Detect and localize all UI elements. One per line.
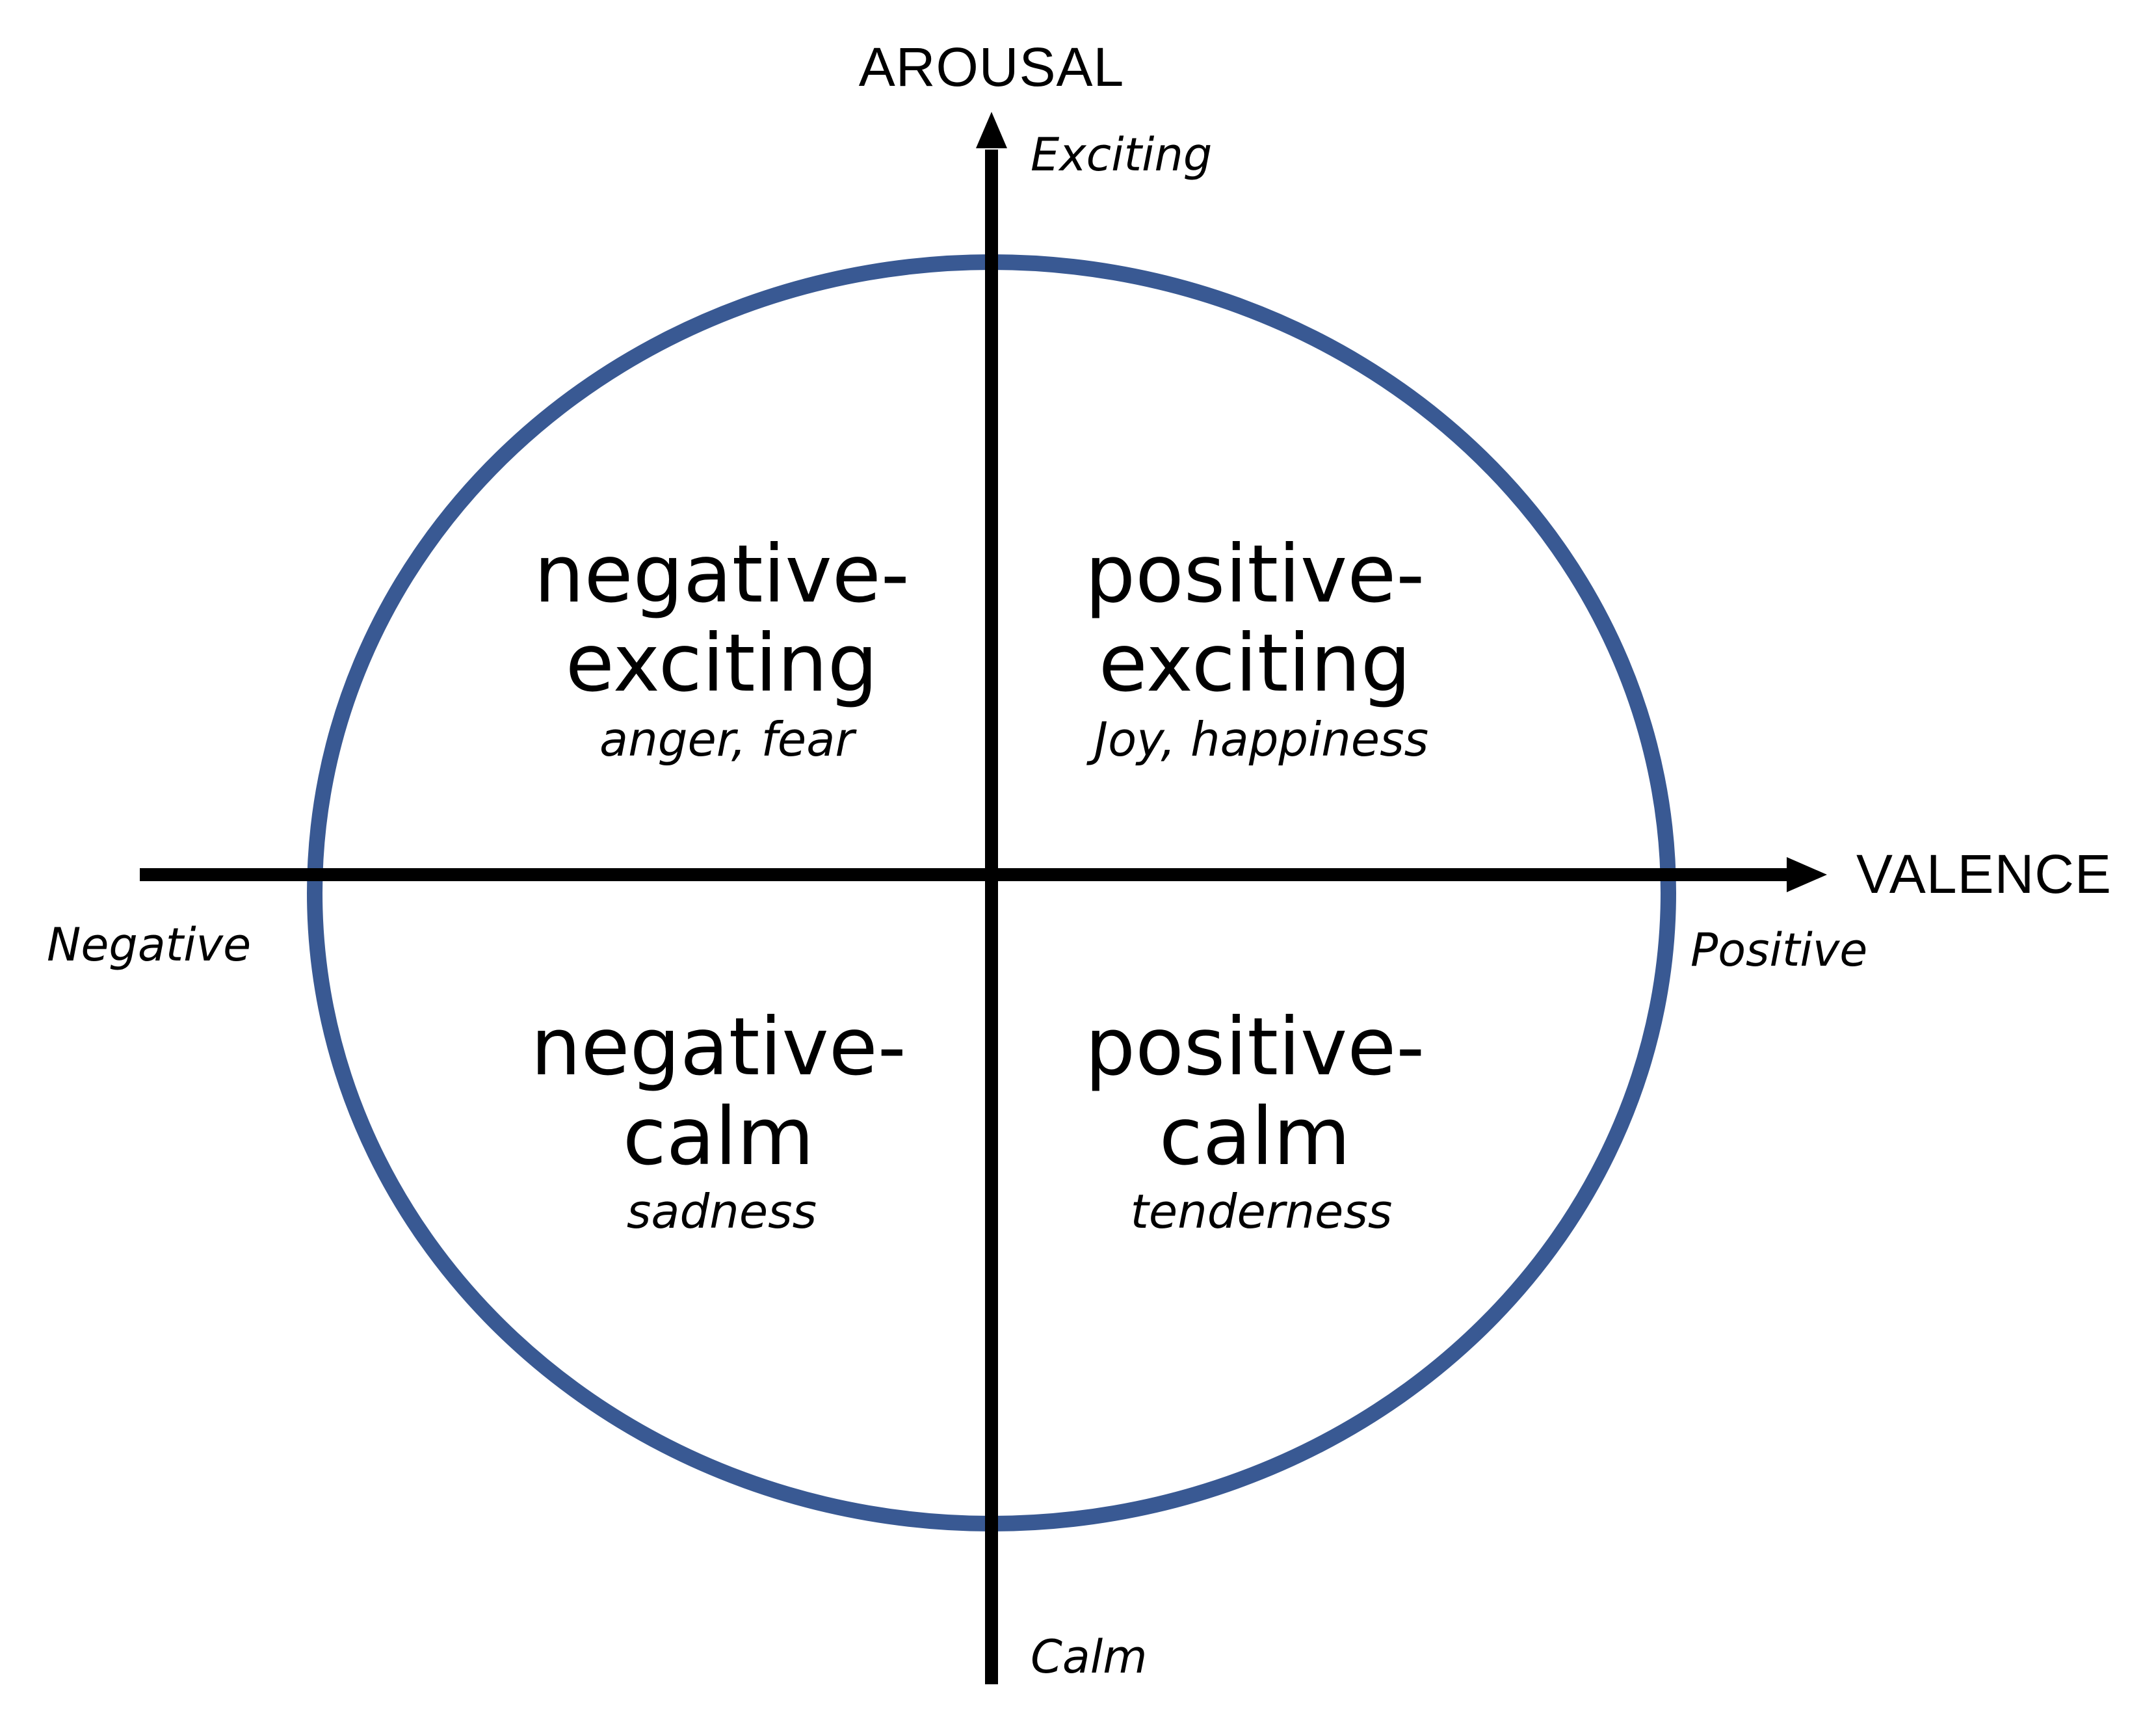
quadrant-title-line1: negative-: [531, 1001, 906, 1093]
quadrant-title-line2: calm: [1159, 1091, 1351, 1183]
valence-positive-pole-label: Positive: [1690, 923, 1867, 977]
quadrant-title-line1: positive-: [1085, 528, 1425, 620]
quadrant-examples: sadness: [627, 1184, 817, 1239]
valence-axis-title: VALENCE: [1856, 843, 2112, 905]
quadrant-negative-exciting: negative- exciting anger, fear: [534, 528, 910, 767]
quadrant-examples: anger, fear: [599, 712, 857, 767]
quadrant-positive-exciting: positive- exciting Joy, happiness: [1085, 528, 1428, 767]
quadrant-examples: Joy, happiness: [1086, 712, 1428, 767]
arousal-axis-title: AROUSAL: [859, 36, 1124, 98]
valence-negative-pole-label: Negative: [47, 918, 251, 972]
quadrant-title-line2: exciting: [566, 617, 878, 709]
quadrant-examples: tenderness: [1131, 1184, 1393, 1239]
arousal-arrowhead-icon: [976, 112, 1007, 148]
quadrant-title-line1: positive-: [1085, 1001, 1425, 1093]
quadrant-title-line2: calm: [623, 1091, 815, 1183]
arousal-low-pole-label: Calm: [1031, 1630, 1147, 1684]
quadrant-positive-calm: positive- calm tenderness: [1085, 1001, 1425, 1239]
quadrant-negative-calm: negative- calm sadness: [531, 1001, 906, 1239]
quadrant-title-line1: negative-: [534, 528, 910, 620]
quadrant-title-line2: exciting: [1099, 617, 1411, 709]
valence-arrowhead-icon: [1787, 857, 1827, 892]
arousal-high-pole-label: Exciting: [1031, 128, 1212, 181]
